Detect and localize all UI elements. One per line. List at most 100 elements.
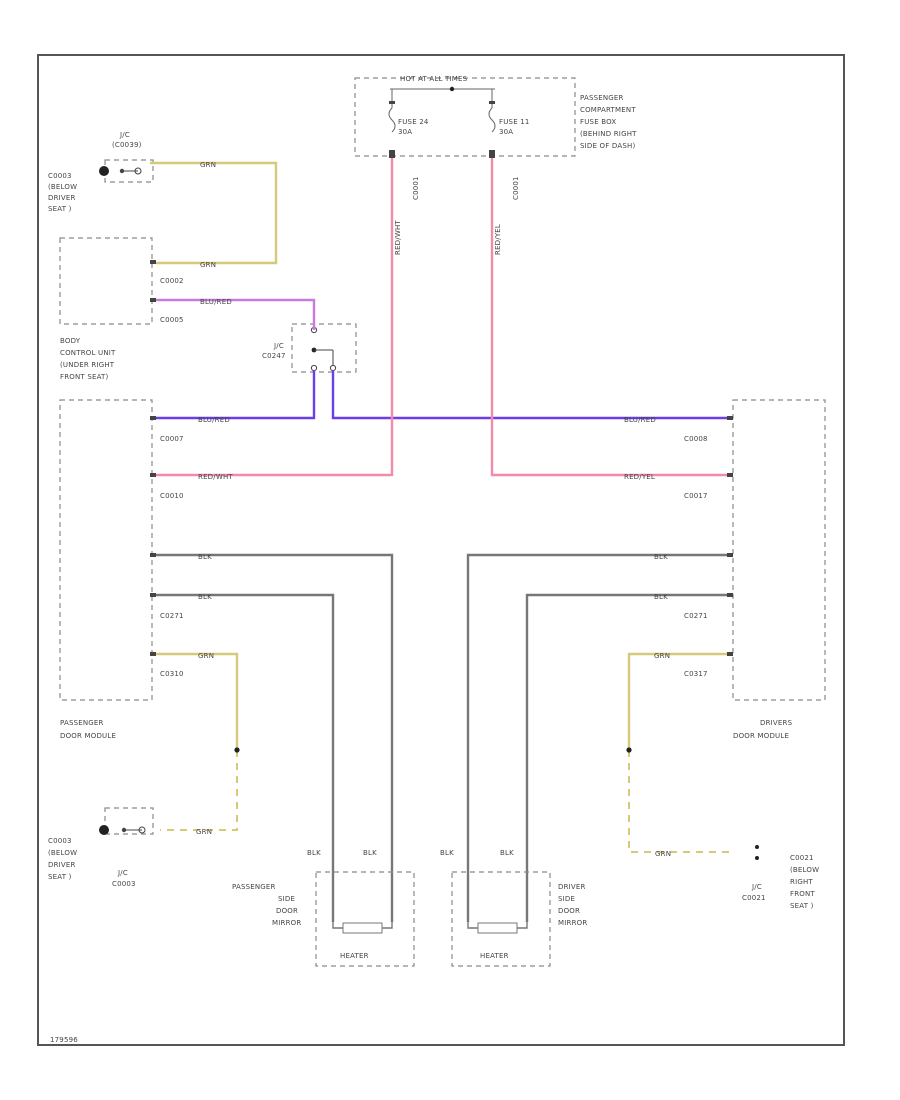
- fuse-left-label: FUSE 24: [398, 118, 429, 126]
- drivers-door-module: C0008 C0017 C0271 C0317 DRIVERS DOOR MOD…: [684, 399, 826, 740]
- jc-bottom-left-location-1: C0003: [48, 837, 72, 845]
- jc-bottom-right-title-1: J/C: [751, 883, 762, 891]
- wire-label-grn-top-upper: GRN: [200, 161, 216, 169]
- wire-label-pdm-blu-red: BLU/RED: [198, 416, 230, 424]
- fuse-box: HOT AT ALL TIMES FUSE 24 30A FUSE 11 30A…: [354, 75, 637, 158]
- passenger-mirror-heater-label: HEATER: [340, 952, 369, 960]
- pdm-label-1: PASSENGER: [60, 719, 104, 727]
- ddm-label-1: DRIVERS: [760, 719, 793, 727]
- jc-top-location-3: DRIVER: [48, 194, 76, 202]
- jc-bottom-left-location-4: SEAT ): [48, 873, 72, 881]
- wire-grn-ddm: [627, 652, 727, 750]
- fuse-left-amp: 30A: [398, 128, 412, 136]
- fuse-box-title-4: (BEHIND RIGHT: [580, 130, 637, 138]
- wire-label-grn-top-lower: GRN: [200, 261, 216, 269]
- pdm-connector-4: C0310: [160, 670, 184, 678]
- ddm-connector-2: C0017: [684, 492, 708, 500]
- wire-blu-red-pdm: [156, 370, 316, 420]
- passenger-mirror-wire-2: BLK: [363, 849, 377, 857]
- jc-top-title-2: (C0039): [112, 141, 142, 149]
- wire-label-pdm-blk-1: BLK: [198, 553, 212, 561]
- jc-mid-connector: J/C C0247: [262, 323, 357, 373]
- wire-label-ddm-blk-2: BLK: [654, 593, 668, 601]
- jc-bottom-right-location-4: FRONT: [790, 890, 815, 898]
- wire-label-pdm-grn: GRN: [198, 652, 214, 660]
- passenger-mirror-wire-1: BLK: [307, 849, 321, 857]
- wire-grn-ddm-dash: [628, 750, 730, 853]
- jc-bottom-right-location-1: C0021: [790, 854, 814, 862]
- wire-red-yel: [490, 158, 727, 477]
- bcu-connector-a: C0002: [160, 277, 184, 285]
- wire-label-blu-red-top: BLU/RED: [200, 298, 232, 306]
- jc-top-location-1: C0003: [48, 172, 72, 180]
- ddm-connector-3: C0271: [684, 612, 708, 620]
- wire-blu-red-top: [156, 298, 316, 330]
- driver-mirror-heater: BLK BLK HEATER DRIVER SIDE DOOR MIRROR: [440, 849, 587, 967]
- ddm-connector-4: C0317: [684, 670, 708, 678]
- wire-grn-pdm-dash: [160, 750, 238, 831]
- bcu-label-4: FRONT SEAT): [60, 373, 109, 381]
- pdm-connector-3: C0271: [160, 612, 184, 620]
- jc-bottom-left-wire-label: GRN: [196, 828, 212, 836]
- passenger-mirror-label-1: PASSENGER: [232, 883, 276, 891]
- wire-label-fuse-right-conn: C0001: [512, 176, 520, 200]
- pdm-label-2: DOOR MODULE: [60, 732, 116, 740]
- driver-mirror-wire-1: BLK: [440, 849, 454, 857]
- fuse-right-amp: 30A: [499, 128, 513, 136]
- wire-label-fuse-left-color: RED/WHT: [394, 220, 402, 255]
- driver-mirror-label-4: MIRROR: [558, 919, 587, 927]
- ddm-connector-1: C0008: [684, 435, 708, 443]
- fuse-box-title-5: SIDE OF DASH): [580, 142, 635, 150]
- ddm-label-2: DOOR MODULE: [733, 732, 789, 740]
- diagram-code: 179596: [50, 1036, 78, 1044]
- wire-grn-pdm: [156, 652, 239, 750]
- fuse-box-title-3: FUSE BOX: [580, 118, 616, 126]
- wire-red-wht: [156, 158, 394, 477]
- driver-mirror-label-3: DOOR: [558, 907, 580, 915]
- wire-label-fuse-right-color: RED/YEL: [494, 224, 502, 255]
- driver-mirror-label-1: DRIVER: [558, 883, 586, 891]
- passenger-door-module: C0007 C0010 C0271 C0310 PASSENGER DOOR M…: [59, 399, 184, 740]
- passenger-mirror-label-2: SIDE: [278, 895, 295, 903]
- wire-blk-ddm-1: [466, 553, 727, 922]
- diagram-frame: [37, 54, 845, 1046]
- jc-bottom-left-title-2: C0003: [112, 880, 136, 888]
- bcu-label-3: (UNDER RIGHT: [60, 361, 115, 369]
- jc-bottom-right-wire-label: GRN: [655, 850, 671, 858]
- wire-blk-pdm-1: [156, 553, 394, 922]
- hot-at-all-times-label: HOT AT ALL TIMES: [400, 75, 468, 83]
- wire-label-ddm-grn: GRN: [654, 652, 670, 660]
- jc-top-title-1: J/C: [119, 131, 130, 139]
- fuse-right-label: FUSE 11: [499, 118, 530, 126]
- jc-bottom-left-connector: GRN J/C C0003 C0003 (BELOW DRIVER SEAT ): [48, 807, 212, 888]
- body-control-unit: C0002 C0005 BODY CONTROL UNIT (UNDER RIG…: [59, 237, 184, 381]
- wire-label-fuse-left-conn: C0001: [412, 176, 420, 200]
- pdm-connector-1: C0007: [160, 435, 184, 443]
- driver-mirror-wire-2: BLK: [500, 849, 514, 857]
- jc-mid-title-1: J/C: [273, 342, 284, 350]
- wires: [150, 158, 730, 922]
- jc-bottom-left-location-3: DRIVER: [48, 861, 76, 869]
- jc-bottom-left-title-1: J/C: [117, 869, 128, 877]
- jc-top-location-2: (BELOW: [48, 183, 77, 191]
- wire-label-pdm-red-wht: RED/WHT: [198, 473, 233, 481]
- wire-blk-ddm-2: [525, 593, 727, 922]
- wire-label-ddm-blk-1: BLK: [654, 553, 668, 561]
- wire-label-ddm-blu-red: BLU/RED: [624, 416, 656, 424]
- driver-mirror-heater-label: HEATER: [480, 952, 509, 960]
- wire-grn-top: [150, 161, 278, 265]
- jc-top-connector: J/C (C0039) C0003 (BELOW DRIVER SEAT ): [48, 131, 154, 213]
- wire-labels: GRN GRN BLU/RED BLU/RED RED/WHT BLK BLK …: [198, 161, 670, 660]
- pdm-connector-2: C0010: [160, 492, 184, 500]
- jc-bottom-right-connector: GRN J/C C0021 C0021 (BELOW RIGHT FRONT S…: [655, 845, 819, 910]
- bcu-label-2: CONTROL UNIT: [60, 349, 116, 357]
- wire-label-pdm-blk-2: BLK: [198, 593, 212, 601]
- passenger-mirror-label-3: DOOR: [276, 907, 298, 915]
- fuse-box-title-2: COMPARTMENT: [580, 106, 636, 114]
- wire-blu-red-ddm: [331, 370, 727, 420]
- jc-bottom-left-location-2: (BELOW: [48, 849, 77, 857]
- jc-bottom-right-title-2: C0021: [742, 894, 766, 902]
- passenger-mirror-heater: BLK BLK HEATER PASSENGER SIDE DOOR MIRRO…: [232, 849, 415, 967]
- driver-mirror-label-2: SIDE: [558, 895, 575, 903]
